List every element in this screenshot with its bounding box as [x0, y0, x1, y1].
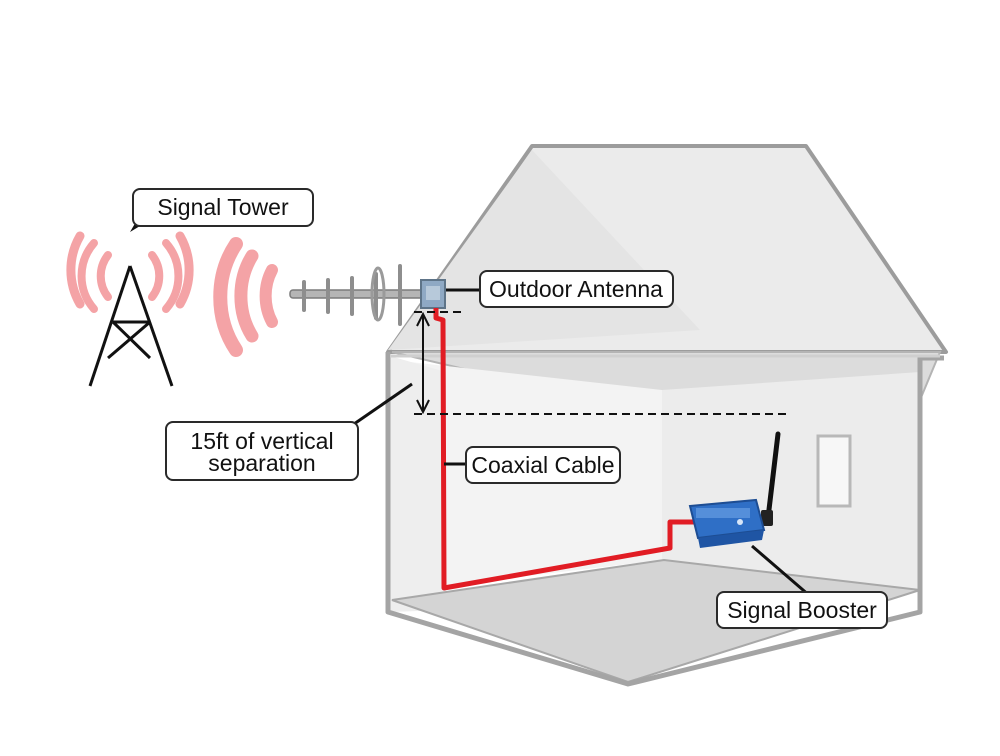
- coaxial-cable-line: [433, 308, 694, 591]
- coaxial-cable-label: Coaxial Cable: [471, 452, 614, 478]
- yagi-antenna-icon: [289, 264, 446, 326]
- signal-tower-label: Signal Tower: [157, 194, 289, 220]
- back-wall-right: [662, 372, 920, 590]
- house-outline: [385, 352, 944, 687]
- antenna-signal-waves: [213, 237, 278, 357]
- callout-signal-booster: Signal Booster: [716, 591, 888, 629]
- wall-left: [390, 356, 446, 612]
- window: [816, 434, 852, 508]
- callout-vertical-separation: 15ft of vertical separation: [165, 421, 359, 481]
- signal-booster-icon: [688, 431, 781, 548]
- callout-signal-tower: Signal Tower: [132, 188, 314, 227]
- vertical-separation-marker: [414, 311, 790, 415]
- separation-label-line2: separation: [208, 450, 315, 476]
- outdoor-antenna-label: Outdoor Antenna: [489, 276, 663, 302]
- radio-tower-icon: [88, 265, 174, 387]
- callout-outdoor-antenna: Outdoor Antenna: [479, 270, 674, 308]
- separation-label-line1: 15ft of vertical: [190, 428, 333, 454]
- callout-coaxial-cable: Coaxial Cable: [465, 446, 621, 484]
- signal-booster-label: Signal Booster: [727, 597, 877, 623]
- tower-signal-waves: [66, 231, 194, 313]
